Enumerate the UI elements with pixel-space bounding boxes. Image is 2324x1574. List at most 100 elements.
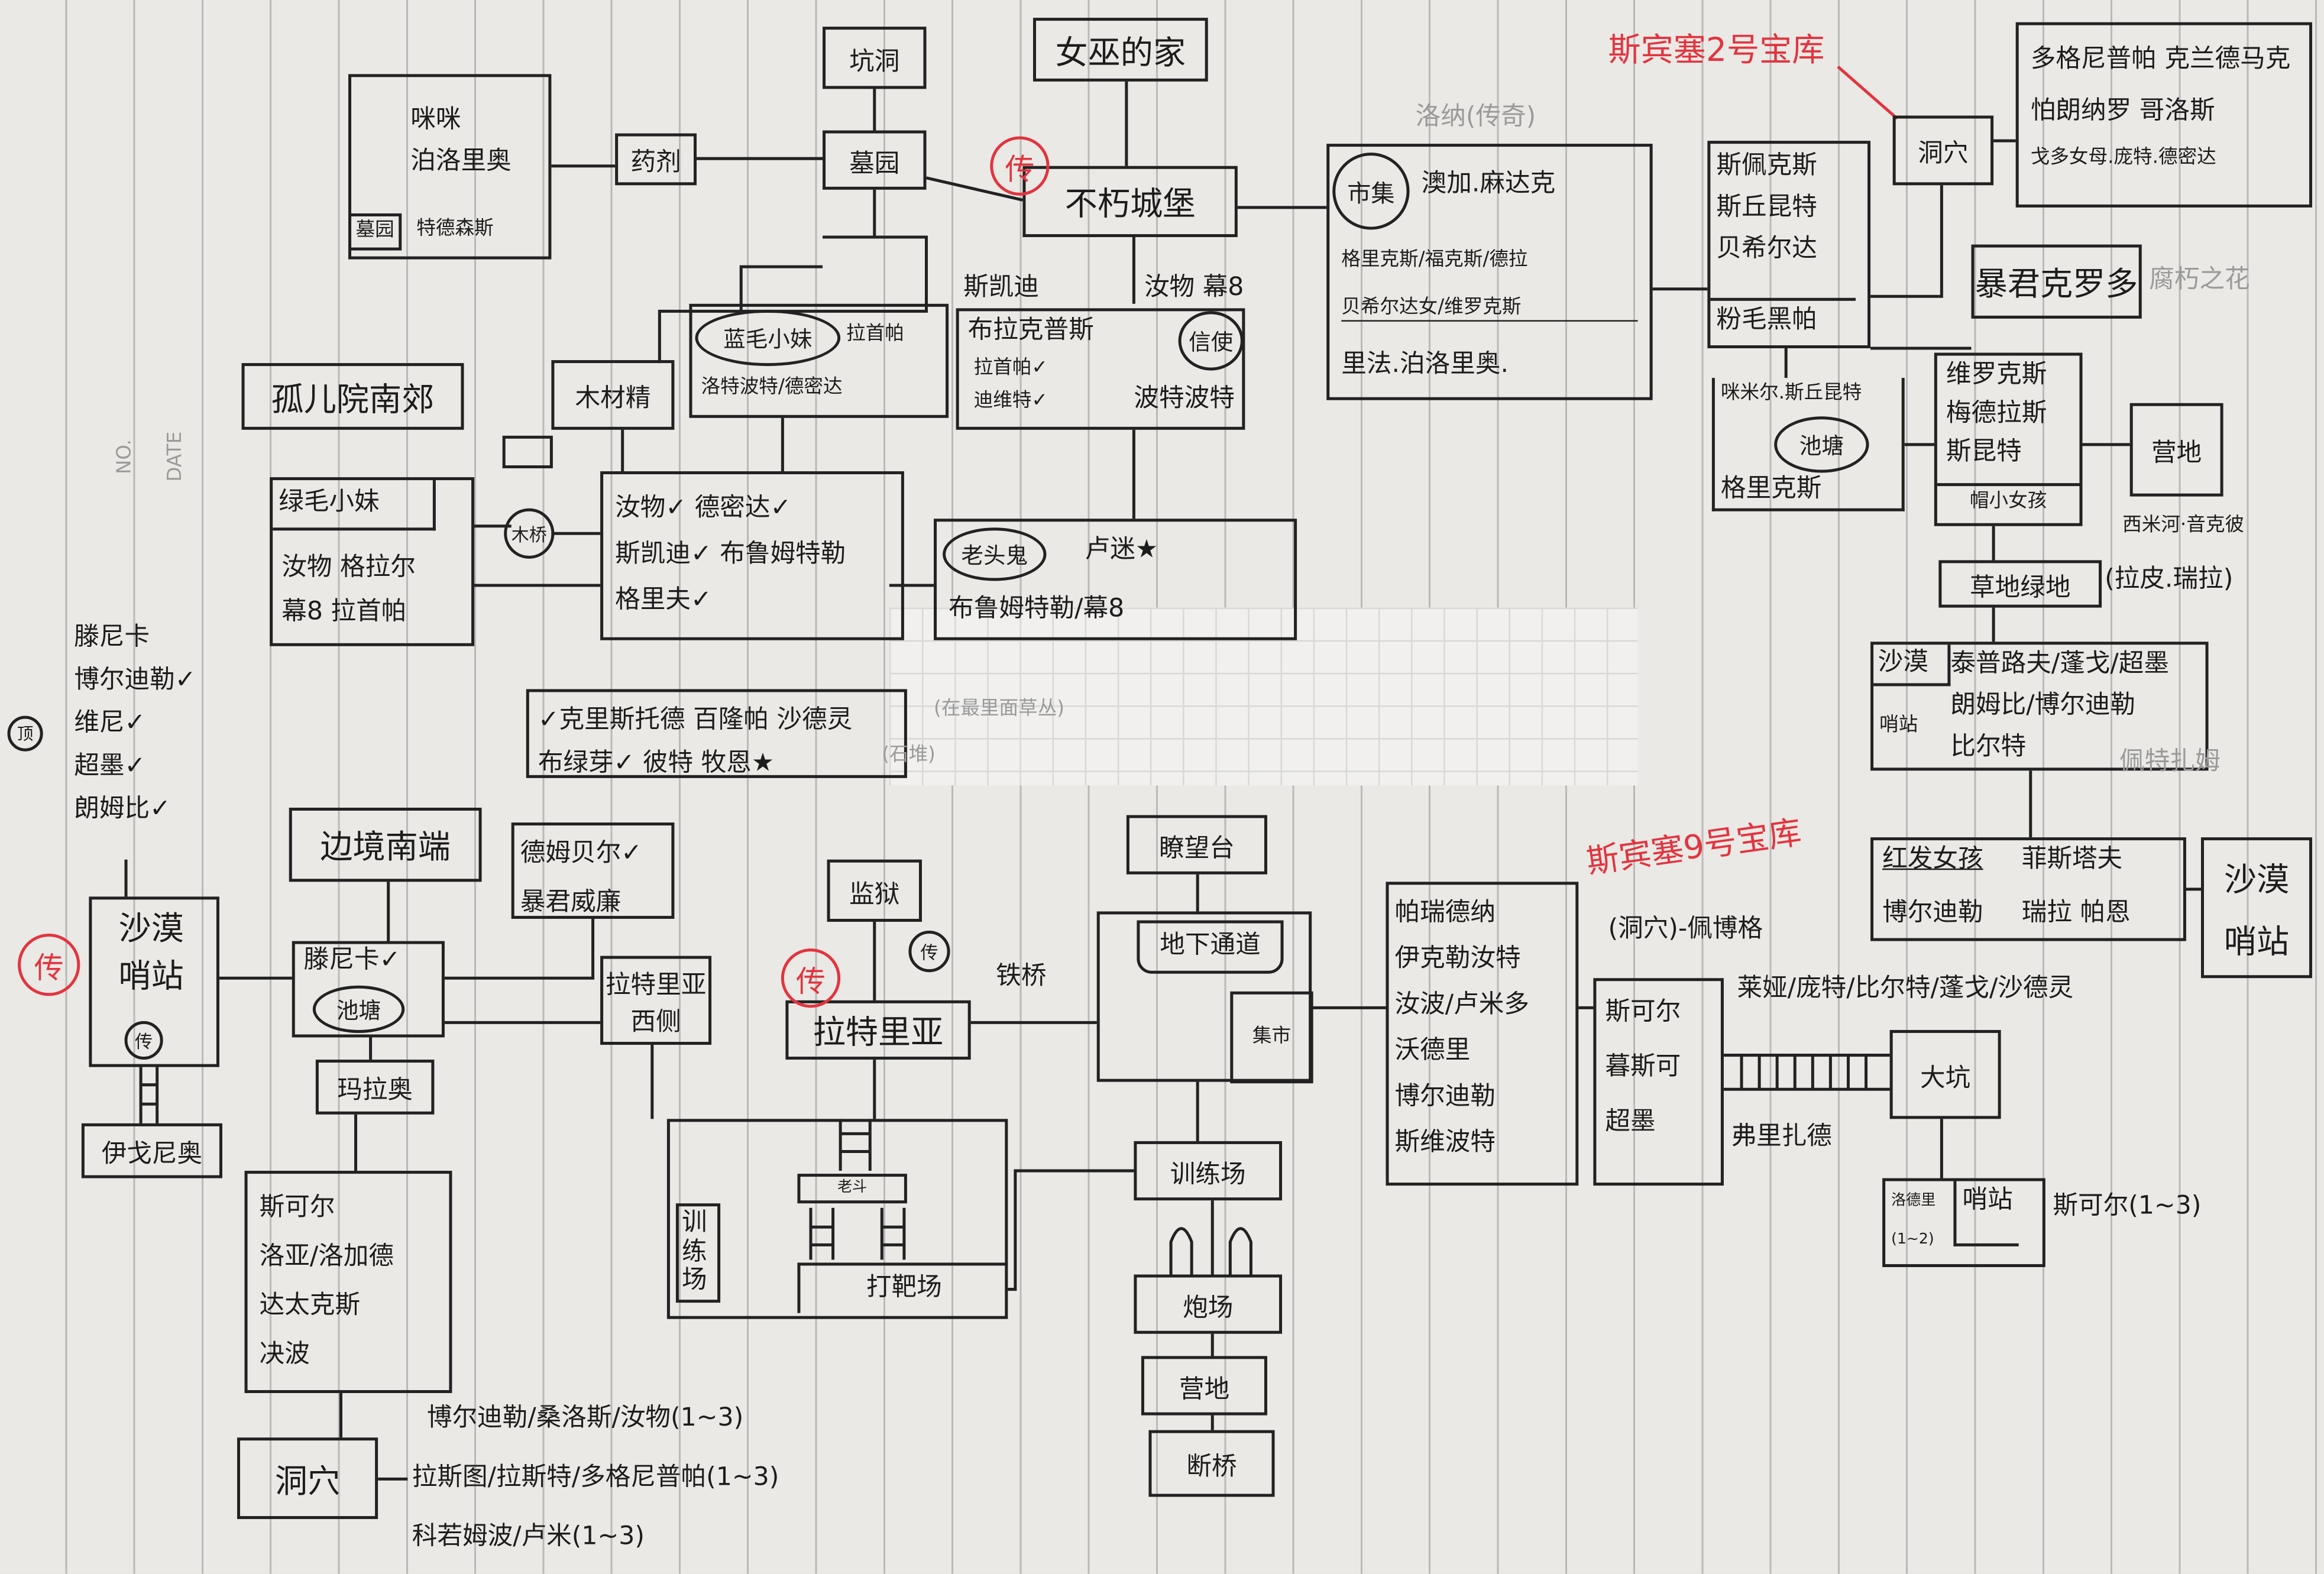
- list-item: 博尔迪勒: [1394, 1081, 1496, 1112]
- orphanage-node: 孤儿院南郊: [241, 363, 464, 430]
- center-list-box: 汝物✓ 德密达✓ 斯凯迪✓ 布鲁姆特勒 格里夫✓: [600, 471, 904, 640]
- node-text: 沙漠: [2223, 862, 2290, 899]
- grass-box: ✓克里斯托德 百隆帕 沙德灵 布绿芽✓ 彼特 牧恩★: [526, 689, 907, 778]
- node-text: 布鲁姆特勒/幕8: [949, 594, 1125, 624]
- ratria-node: 拉特里亚: [785, 1000, 971, 1060]
- bottom-line: 科若姆波/卢米(1~3): [412, 1522, 645, 1552]
- watchtower-node: 瞭望台: [1126, 815, 1267, 875]
- igoni-node: 伊戈尼奥: [81, 1123, 222, 1178]
- skadi-drops: 汝物 幕8: [1144, 273, 1244, 303]
- bottom-line: 博尔迪勒/桑洛斯/汝物(1~3): [426, 1403, 744, 1433]
- lumber-node: 木材精: [551, 360, 675, 430]
- cave-pebog: (洞穴)-佩博格: [1608, 914, 1763, 944]
- tyrant-node: 暴君克罗多: [1971, 244, 2142, 319]
- left-circle: 顶: [7, 715, 43, 752]
- node-text: 汝物 格拉尔: [281, 552, 416, 583]
- node-text: 格里夫✓: [615, 585, 712, 616]
- node-text: 斯凯迪✓ 布鲁姆特勒: [615, 539, 846, 569]
- node-text: 贝希尔达: [1716, 234, 1817, 264]
- pit-node: 坑洞: [823, 27, 927, 89]
- simi-label: 西米河·音克彼: [2122, 514, 2245, 537]
- node-text: 比尔特: [1950, 732, 2027, 762]
- node-text: 梅德拉斯: [1946, 399, 2047, 429]
- cave-bottom-node: 洞穴: [237, 1437, 378, 1520]
- skadi-label: 斯凯迪: [963, 273, 1039, 303]
- node-text: 格里克斯/福克斯/德拉: [1341, 249, 1528, 271]
- pond-oval: 池塘: [1774, 416, 1869, 473]
- shooting-range-node: 打靶场: [797, 1262, 1008, 1313]
- camp-bottom-node: 营地: [1141, 1356, 1267, 1416]
- broken-bridge-node: 断桥: [1148, 1430, 1275, 1497]
- node-text: 瑞拉 帕恩: [2021, 898, 2131, 928]
- node-text: 泊洛里奥: [410, 147, 512, 177]
- node-text: 拉首帕: [846, 323, 904, 345]
- grid-paper-patch: [889, 607, 1638, 786]
- node-text: (1~2): [1891, 1231, 1934, 1248]
- bluehair-oval: 蓝毛小妹: [695, 309, 841, 367]
- cave-top-node: 洞穴: [1892, 115, 1994, 186]
- wood-bridge-circle: 木桥: [504, 508, 555, 559]
- node-text: 哨站: [2223, 924, 2290, 961]
- node-text: ✓克里斯托德 百隆帕 沙德灵: [538, 705, 853, 736]
- node-text: 西侧: [630, 1008, 681, 1038]
- list-item: 超墨✓: [74, 751, 146, 781]
- node-text: 博尔迪勒: [1882, 898, 1983, 928]
- training-ground-node: 训练场: [675, 1203, 721, 1303]
- node-text: 洛德里: [1891, 1193, 1936, 1210]
- viro-box: 维罗克斯 梅德拉斯 斯昆特 帽小女孩: [1934, 352, 2083, 526]
- date-label: DATE: [164, 431, 187, 482]
- market-big-box: 市集 澳加.麻达克 格里克斯/福克斯/德拉 贝希尔达女/维罗克斯 里法.泊洛里奥…: [1326, 144, 1653, 400]
- grass-note: (在最里面草丛): [934, 698, 1064, 721]
- vault9-label: 斯宾塞9号宝库: [1584, 815, 1804, 882]
- market-small-node: 集市: [1230, 991, 1313, 1084]
- node-text: 洛特波特/德密达: [701, 376, 843, 399]
- border-south-node: 边境南端: [289, 807, 482, 882]
- teleport-stamp-ratria: 传: [781, 948, 841, 1008]
- cannon-node: 炮场: [1134, 1274, 1283, 1334]
- witch-house-node: 女巫的家: [1032, 18, 1208, 82]
- node-text: 绿毛小妹: [273, 480, 436, 530]
- list-item: 博尔迪勒✓: [74, 665, 196, 695]
- list-item: 斯维波特: [1394, 1128, 1496, 1158]
- list-item: 沃德里: [1394, 1035, 1471, 1066]
- node-text: 朗姆比/博尔迪勒: [1950, 690, 2136, 721]
- oldghost-box: 老头鬼 卢迷★ 布鲁姆特勒/幕8: [934, 519, 1297, 640]
- oldghost-oval: 老头鬼: [943, 527, 1047, 581]
- spex-box: 斯佩克斯 斯丘昆特 贝希尔达 粉毛黑帕: [1707, 141, 1871, 349]
- skol-bottom-box: 斯可尔 洛亚/洛加德 达太克斯 决波: [244, 1171, 452, 1394]
- node-text: 拉特里亚: [605, 970, 707, 1000]
- node-text: 超墨: [1605, 1107, 1656, 1137]
- list-item: 滕尼卡: [74, 622, 150, 652]
- node-text: 斯昆特: [1946, 437, 2022, 467]
- teleport-stamp-castle: 传: [990, 136, 1050, 196]
- node-text: 斯可尔: [1605, 997, 1681, 1027]
- laya-line: 莱娅/庞特/比尔特/蓬戈/沙德灵: [1737, 973, 2074, 1003]
- ratria-west-box: 拉特里亚 西侧: [600, 956, 712, 1045]
- greenhair-box: 绿毛小妹 汝物 格拉尔 幕8 拉首帕: [270, 477, 475, 646]
- node-text: 迪维特✓: [973, 390, 1048, 412]
- list-item: 汝波/卢米多: [1394, 990, 1529, 1020]
- node-text: 帽小女孩: [1937, 483, 2080, 514]
- node-text: 拉首帕✓: [973, 357, 1048, 380]
- node-text: 洛亚/洛加德: [259, 1242, 394, 1272]
- arena-node: 老斗: [797, 1174, 907, 1203]
- node-text: 沙漠: [118, 911, 184, 949]
- node-text: 戈多女母.庞特.德密达: [2030, 147, 2216, 169]
- node-text: 暮斯可: [1605, 1052, 1681, 1082]
- potion-node: 药剂: [615, 133, 697, 186]
- market-oval: 市集: [1332, 153, 1410, 230]
- node-text: 泰普路夫/蓬戈/超墨: [1950, 649, 2170, 679]
- node-text: 里法.泊洛里奥.: [1341, 349, 1509, 380]
- rot-flower-note: 腐朽之花: [2149, 265, 2250, 295]
- grassland-node: 草地绿地: [1938, 560, 2102, 608]
- node-text: 贝希尔达女/维罗克斯: [1341, 296, 1638, 322]
- teleport-circle: 传: [124, 1021, 163, 1060]
- desert-outpost-left: 沙漠 哨站 传: [89, 896, 219, 1067]
- pond-oval: 池塘: [312, 985, 405, 1033]
- node-text: 斯可尔: [259, 1193, 335, 1223]
- node-text: 哨站: [118, 958, 184, 996]
- node-text: 红发女孩: [1882, 844, 1983, 875]
- stone-note: (石堆): [882, 744, 936, 766]
- arches-cannon: [1169, 1227, 1252, 1275]
